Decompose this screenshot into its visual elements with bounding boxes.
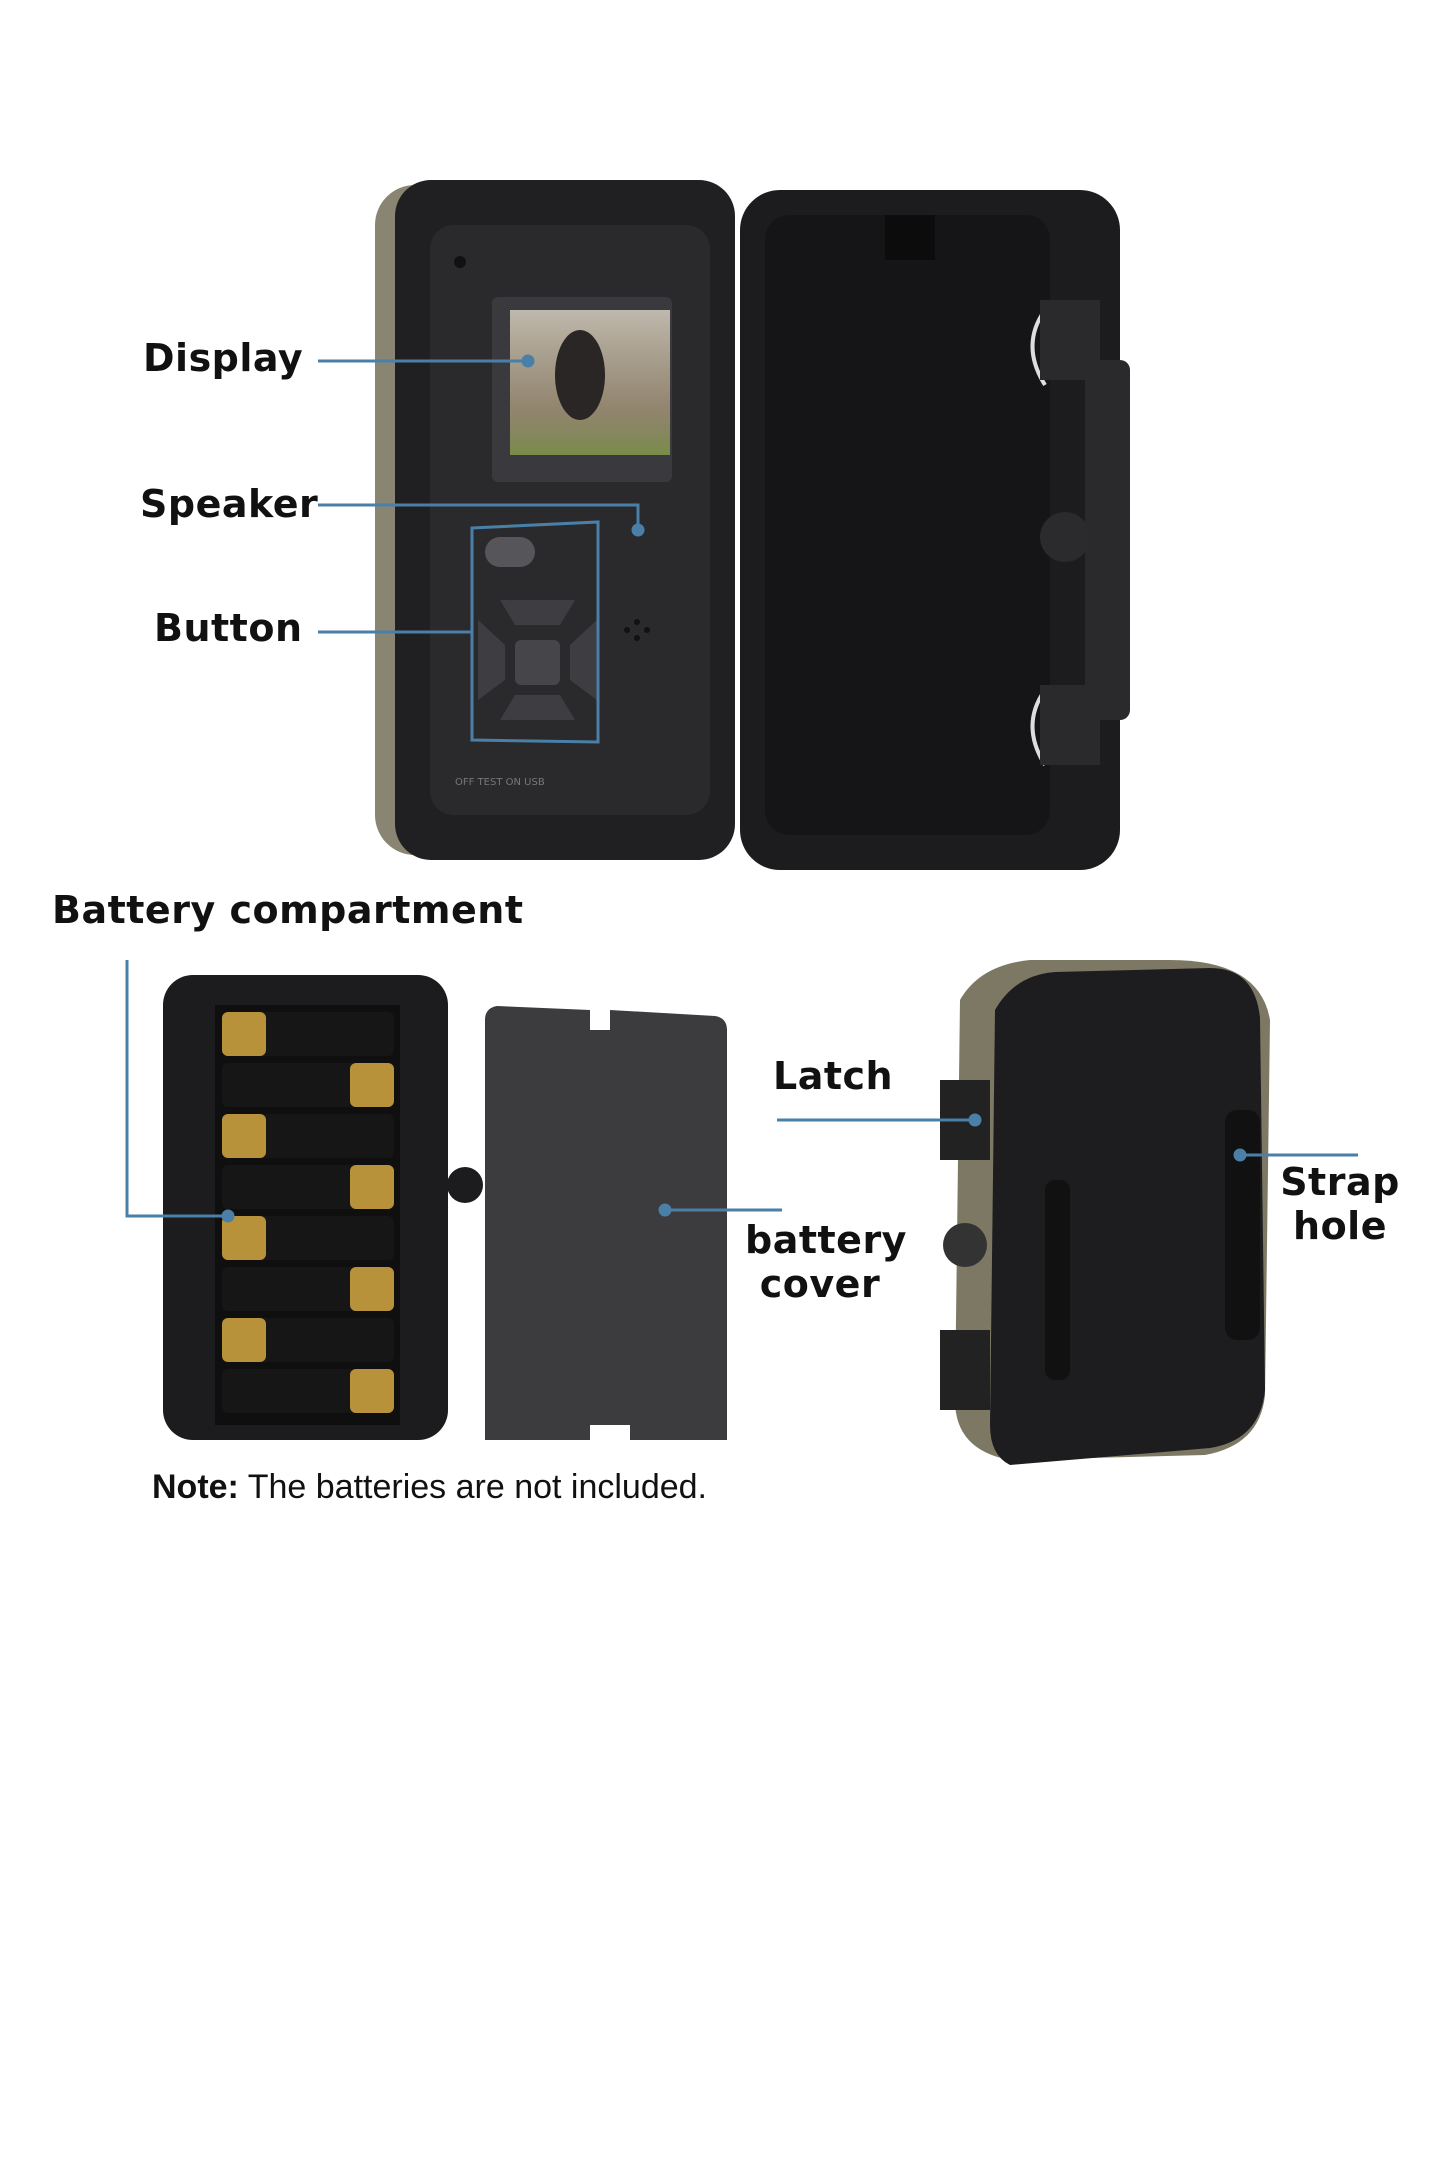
label-strap-hole-line2: hole bbox=[1293, 1204, 1387, 1248]
battery-terminal bbox=[350, 1267, 394, 1311]
battery-terminal bbox=[350, 1369, 394, 1413]
battery-terminal bbox=[222, 1318, 266, 1362]
battery-terminal bbox=[222, 1012, 266, 1056]
label-battery-cover-line1: battery bbox=[745, 1218, 907, 1262]
battery-terminal bbox=[222, 1216, 266, 1260]
label-battery-cover-line2: cover bbox=[759, 1262, 881, 1306]
control-buttons bbox=[478, 537, 597, 720]
battery-compartment bbox=[163, 975, 483, 1440]
battery-terminal bbox=[222, 1114, 266, 1158]
svg-text:OFF TEST ON USB: OFF TEST ON USB bbox=[455, 777, 545, 788]
batteries bbox=[222, 1012, 394, 1413]
top-callout-lines bbox=[318, 354, 645, 634]
note-text: Note: The batteries are not included. bbox=[152, 1468, 707, 1507]
note-prefix: Note: bbox=[152, 1468, 239, 1506]
note-body: The batteries are not included. bbox=[238, 1468, 708, 1506]
label-strap-hole: Strap hole bbox=[1280, 1160, 1400, 1248]
camera-back-open bbox=[740, 190, 1130, 870]
label-display: Display bbox=[143, 336, 304, 380]
battery-terminal bbox=[350, 1063, 394, 1107]
speaker-grille bbox=[624, 619, 650, 641]
label-battery-cover: battery cover bbox=[745, 1218, 907, 1306]
label-latch: Latch bbox=[773, 1054, 894, 1098]
battery-terminal bbox=[350, 1165, 394, 1209]
boar-image bbox=[555, 330, 605, 420]
label-battery-compartment: Battery compartment bbox=[52, 888, 524, 932]
camera-closed bbox=[940, 960, 1270, 1465]
label-speaker: Speaker bbox=[140, 482, 319, 526]
bottom-callout-lines bbox=[125, 960, 1358, 1223]
camera-front-open: OFF TEST ON USB bbox=[375, 180, 735, 860]
label-strap-hole-line1: Strap bbox=[1280, 1160, 1400, 1204]
label-button: Button bbox=[154, 606, 303, 650]
battery-cover bbox=[485, 1006, 727, 1440]
